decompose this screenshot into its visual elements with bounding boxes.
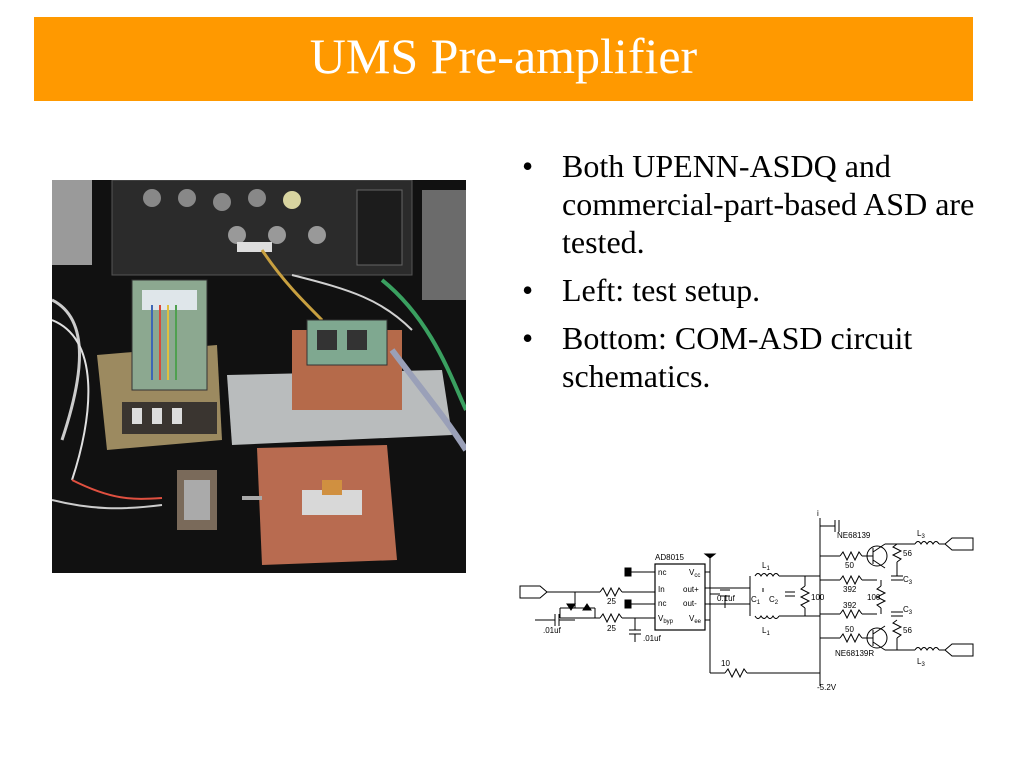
pin-nc-2: nc bbox=[658, 599, 666, 608]
svg-text:C3: C3 bbox=[903, 575, 913, 586]
pin-vee: V bbox=[689, 614, 695, 623]
r-50-bot-label: 50 bbox=[845, 625, 854, 634]
l1-top-label: L bbox=[762, 561, 767, 570]
c3-bot-sub: 3 bbox=[909, 610, 913, 616]
bullet-item-test-setup: • Left: test setup. bbox=[520, 271, 990, 309]
svg-text:L3: L3 bbox=[917, 657, 925, 668]
r-in-top-label: 25 bbox=[607, 597, 616, 606]
cap-couple-label: 0.1uf bbox=[717, 594, 736, 603]
bullet-text: Both UPENN-ASDQ and commercial-part-base… bbox=[562, 148, 975, 260]
r-in-bot-label: 25 bbox=[607, 624, 616, 633]
bullet-marker: • bbox=[522, 148, 534, 184]
l1-bot-sub: 1 bbox=[766, 631, 770, 637]
cap-in-label: .01uf bbox=[543, 626, 562, 635]
vee-label: -5.2V bbox=[817, 683, 837, 692]
r-56-bot-label: 56 bbox=[903, 626, 912, 635]
test-setup-photo bbox=[52, 180, 466, 573]
pin-outm: out- bbox=[683, 599, 697, 608]
q-bot-label: NE68139R bbox=[835, 649, 874, 658]
l1-bot-label: L bbox=[762, 626, 767, 635]
l3-top-sub: 3 bbox=[921, 534, 925, 540]
transistor-top bbox=[866, 545, 888, 567]
c2-label: C bbox=[769, 595, 775, 604]
r-50-top-label: 50 bbox=[845, 561, 854, 570]
pin-vbyp: V bbox=[658, 614, 664, 623]
svg-text:L1: L1 bbox=[762, 626, 770, 637]
q-top-label: NE68139 bbox=[837, 531, 871, 540]
svg-text:C3: C3 bbox=[903, 605, 913, 616]
c1-label: C bbox=[751, 595, 757, 604]
c1-sub: 1 bbox=[757, 600, 761, 606]
output-connector-top bbox=[944, 537, 974, 551]
svg-text:L1: L1 bbox=[762, 561, 770, 572]
c3-bot-label: C bbox=[903, 605, 909, 614]
l3-bot-label: L bbox=[917, 657, 922, 666]
svg-text:C2: C2 bbox=[769, 595, 779, 606]
com-asd-schematic: .01uf 25 25 .01uf AD8015 nc In nc Vbyp V… bbox=[519, 509, 974, 692]
title-bar: UMS Pre-amplifier bbox=[34, 17, 973, 101]
pin-vcc-sub: cc bbox=[694, 573, 700, 579]
bullet-item-asd-tests: • Both UPENN-ASDQ and commercial-part-ba… bbox=[520, 147, 990, 261]
pin-vee-sub: ee bbox=[694, 619, 701, 625]
r-100-label: 100 bbox=[811, 593, 825, 602]
c3-top-label: C bbox=[903, 575, 909, 584]
svg-text:Vcc: Vcc bbox=[689, 568, 700, 579]
test-setup-illustration bbox=[52, 180, 466, 573]
r-392-top-label: 392 bbox=[843, 585, 857, 594]
output-connector-bot bbox=[944, 643, 974, 657]
input-connector bbox=[519, 585, 548, 599]
svg-text:Vee: Vee bbox=[689, 614, 702, 625]
svg-text:i: i bbox=[817, 509, 819, 518]
svg-text:C1: C1 bbox=[751, 595, 761, 606]
c2-sub: 2 bbox=[775, 600, 779, 606]
r-100-vert-label: 100 bbox=[867, 593, 881, 602]
pin-in: In bbox=[658, 585, 665, 594]
svg-text:L3: L3 bbox=[917, 529, 925, 540]
chip-label: AD8015 bbox=[655, 553, 684, 562]
l1-top-sub: 1 bbox=[766, 566, 770, 572]
pin-nc-1: nc bbox=[658, 568, 666, 577]
bullet-marker: • bbox=[522, 272, 534, 308]
bullet-text: Left: test setup. bbox=[562, 272, 761, 308]
pin-outp: out+ bbox=[683, 585, 699, 594]
r-392-bot-label: 392 bbox=[843, 601, 857, 610]
bullet-item-schematics: • Bottom: COM-ASD circuit schematics. bbox=[520, 319, 990, 395]
bullet-list: • Both UPENN-ASDQ and commercial-part-ba… bbox=[520, 147, 990, 405]
pin-vcc: V bbox=[689, 568, 695, 577]
bullet-text: Bottom: COM-ASD circuit schematics. bbox=[562, 320, 913, 394]
r-56-top-label: 56 bbox=[903, 549, 912, 558]
bullet-marker: • bbox=[522, 320, 534, 356]
circuit-schematic: .01uf 25 25 .01uf AD8015 nc In nc Vbyp V… bbox=[515, 508, 980, 693]
ad8015-chip bbox=[654, 563, 706, 631]
transistor-bot bbox=[866, 627, 888, 649]
svg-text:Vbyp: Vbyp bbox=[658, 614, 674, 625]
slide-title: UMS Pre-amplifier bbox=[309, 28, 698, 84]
cap-byp-label: .01uf bbox=[643, 634, 662, 643]
r-feedback-label: 10 bbox=[721, 659, 730, 668]
l3-bot-sub: 3 bbox=[921, 662, 925, 668]
c3-top-sub: 3 bbox=[909, 580, 913, 586]
pin-vbyp-sub: byp bbox=[663, 619, 673, 625]
l3-top-label: L bbox=[917, 529, 922, 538]
